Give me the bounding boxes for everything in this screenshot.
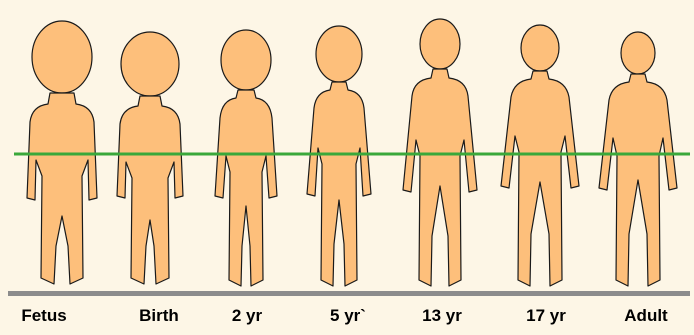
2yr-body [215,90,277,286]
figure-adult: Adult [599,32,677,325]
fetus-head [32,21,92,93]
figure-label-17yr: 17 yr [526,306,566,325]
adult-head [621,32,655,74]
figure-label-2yr: 2 yr [232,306,263,325]
figure-label-5yr: 5 yr` [330,306,366,325]
5yr-head [316,26,362,82]
figure-label-13yr: 13 yr [422,306,462,325]
birth-head [121,32,179,96]
figure-label-fetus: Fetus [21,306,66,325]
figure-fetus: Fetus [21,21,97,325]
17yr-body [501,71,579,286]
fetus-body [27,93,97,284]
2yr-head [221,30,271,90]
ground-line [8,291,690,296]
13yr-head [420,19,460,69]
birth-body [117,96,183,284]
13yr-body [403,69,477,286]
figure-label-adult: Adult [624,306,668,325]
adult-body [599,74,677,286]
figure-birth: Birth [117,32,183,325]
figure-label-birth: Birth [139,306,179,325]
figure-17yr: 17 yr [501,25,579,325]
17yr-head [521,25,559,71]
5yr-body [307,82,371,286]
figure-13yr: 13 yr [403,19,477,325]
figure-2yr: 2 yr [215,30,277,325]
figure-5yr: 5 yr` [307,26,371,325]
